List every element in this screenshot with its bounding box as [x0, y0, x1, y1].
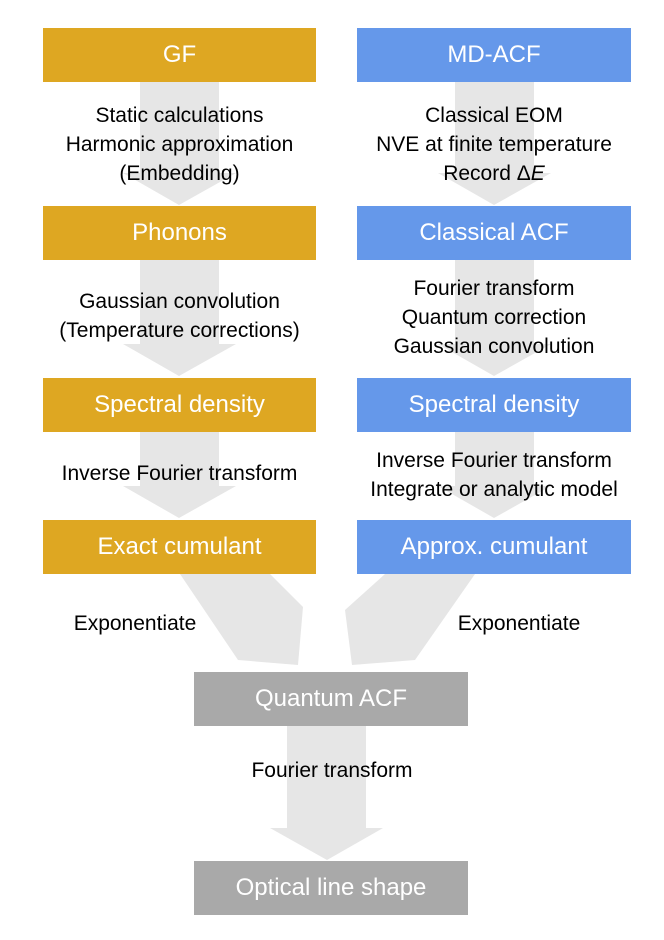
arrow-phonons-to-spectral-left: [123, 260, 236, 376]
node-optical-line-shape: Optical line shape: [194, 861, 468, 915]
step-line: NVE at finite temperature: [376, 133, 612, 156]
step-line: (Temperature corrections): [59, 319, 300, 342]
node-gf: GF: [43, 28, 316, 82]
step-line: Integrate or analytic model: [370, 478, 618, 501]
step-line: Classical EOM: [425, 104, 563, 127]
record-prefix: Record Δ: [443, 162, 531, 185]
step-label-classical-to-spectral: Fourier transform Quantum correction Gau…: [344, 274, 644, 361]
step-label-spectral-to-exact: Inverse Fourier transform: [0, 459, 359, 488]
step-line: (Embedding): [119, 162, 240, 185]
step-line: Fourier transform: [251, 759, 413, 782]
step-label-mdacf-to-classical: Classical EOM NVE at finite temperature …: [344, 101, 644, 188]
arrow-approx-to-quantum: [345, 574, 475, 665]
step-label-quantum-to-optical: Fourier transform: [182, 756, 482, 785]
node-exact-cumulant: Exact cumulant: [43, 520, 316, 574]
step-label-exponentiate-right: Exponentiate: [404, 609, 634, 638]
arrow-spectral-to-exact-left: [123, 432, 236, 518]
step-label-phonons-to-spectral: Gaussian convolution (Temperature correc…: [0, 287, 359, 345]
node-spectral-density-right: Spectral density: [357, 378, 631, 432]
node-phonons: Phonons: [43, 206, 316, 260]
arrow-exact-to-quantum: [180, 574, 303, 665]
arrow-spectral-to-approx-right: [438, 432, 551, 518]
step-line: Exponentiate: [457, 612, 581, 635]
step-line: Gaussian convolution: [79, 290, 280, 313]
node-quantum-acf: Quantum ACF: [194, 672, 468, 726]
node-md-acf: MD-ACF: [357, 28, 631, 82]
step-line: Gaussian convolution: [393, 335, 595, 358]
step-label-spectral-to-approx: Inverse Fourier transform Integrate or a…: [344, 446, 644, 504]
arrow-classical-to-spectral-right: [438, 260, 551, 376]
step-label-gf-to-phonons: Static calculations Harmonic approximati…: [0, 101, 359, 188]
arrow-quantum-to-optical: [270, 726, 383, 860]
step-line: Static calculations: [95, 104, 264, 127]
step-line: Inverse Fourier transform: [61, 462, 298, 485]
step-label-exponentiate-left: Exponentiate: [0, 609, 270, 638]
node-spectral-density-left: Spectral density: [43, 378, 316, 432]
step-line: Inverse Fourier transform: [376, 449, 612, 472]
node-approx-cumulant: Approx. cumulant: [357, 520, 631, 574]
record-variable: E: [530, 162, 545, 185]
step-line: Fourier transform: [413, 277, 575, 300]
step-line: Harmonic approximation: [65, 133, 294, 156]
step-line: Exponentiate: [73, 612, 197, 635]
arrow-mdacf-to-classical: [438, 82, 551, 205]
arrow-gf-to-phonons: [123, 82, 236, 205]
node-classical-acf: Classical ACF: [357, 206, 631, 260]
step-line-record: Record ΔE: [344, 159, 644, 188]
step-line: Quantum correction: [401, 306, 587, 329]
